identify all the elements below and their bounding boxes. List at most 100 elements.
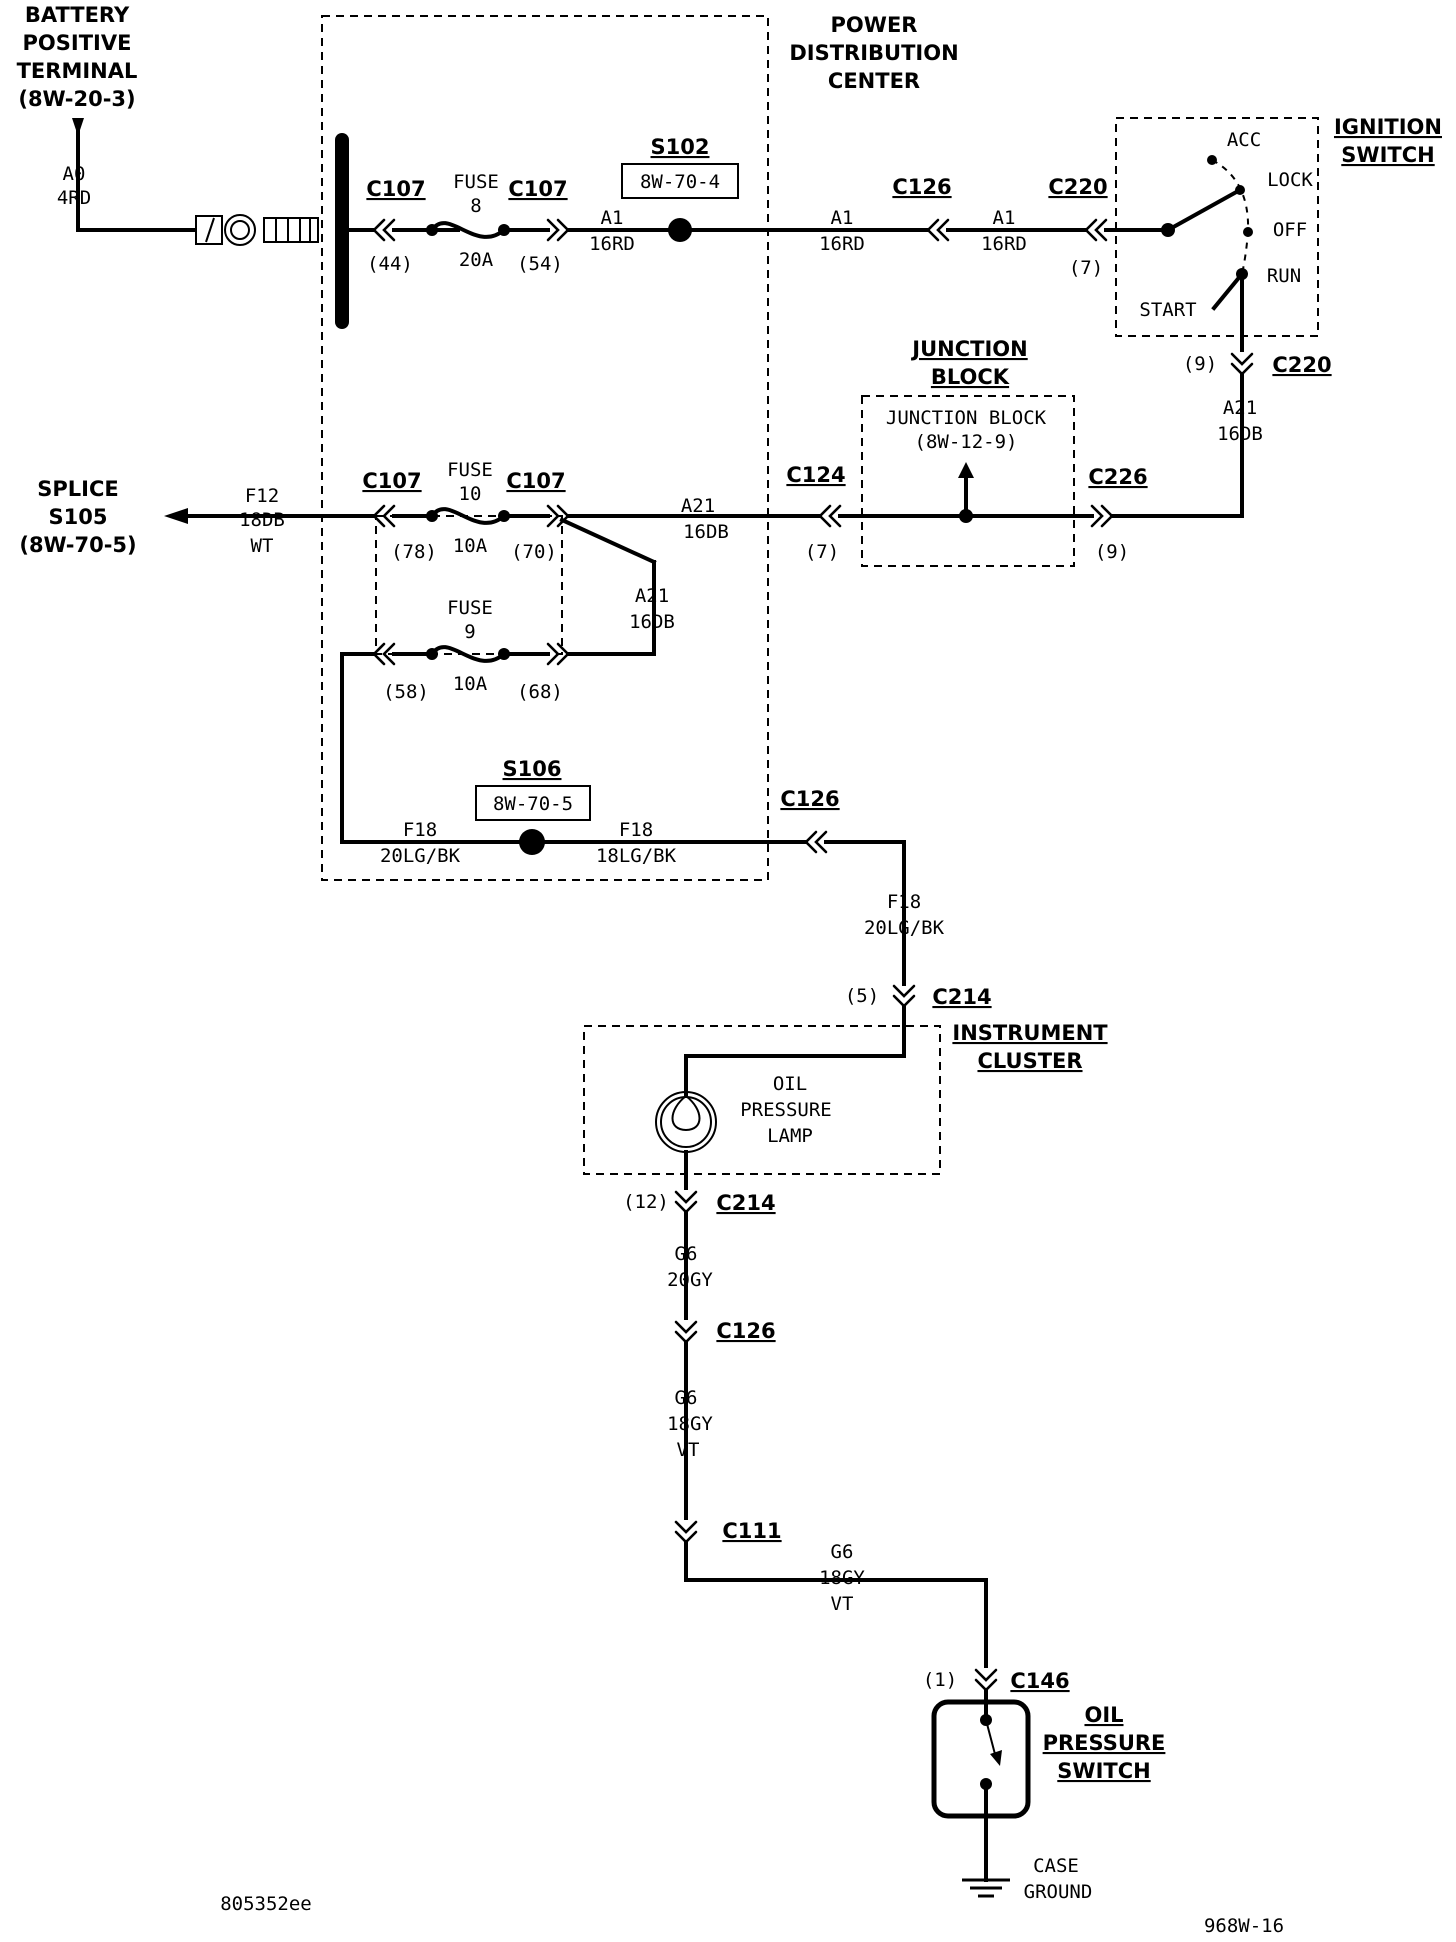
lamp-label-line2: PRESSURE xyxy=(740,1099,832,1121)
fuse8-element-icon xyxy=(429,221,507,239)
splice-s102-ref: 8W-70-4 xyxy=(640,171,720,193)
connector-c107-label: C107 xyxy=(362,469,421,493)
connector-c146-icon xyxy=(974,1668,998,1692)
pin-44: (44) xyxy=(367,253,413,275)
wire-f12-color: WT xyxy=(251,535,274,557)
lamp-label-line3: LAMP xyxy=(767,1125,813,1147)
ignition-contact-lock xyxy=(1235,185,1245,195)
wire-f18-circuit: F18 xyxy=(403,819,437,841)
pdc-label-line2: DISTRIBUTION xyxy=(789,41,958,65)
ignition-switch-blade xyxy=(1165,187,1243,233)
ignition-position-acc: ACC xyxy=(1227,129,1261,151)
pin-1: (1) xyxy=(923,1669,957,1691)
ignition-switch-label-line2: SWITCH xyxy=(1341,143,1434,167)
connector-c126-g6-icon xyxy=(674,1320,698,1344)
fuse10-number: 10 xyxy=(459,483,482,505)
wire-f18-gauge-b: 18LG/BK xyxy=(596,845,677,867)
pin-70: (70) xyxy=(511,541,557,563)
splice-s105-line1: SPLICE xyxy=(37,477,118,501)
connector-c214-label: C214 xyxy=(932,985,991,1009)
oil-pressure-switch-label-line1: OIL xyxy=(1084,1703,1123,1727)
wire-f18-circuit: F18 xyxy=(619,819,653,841)
wire-a21-jumper xyxy=(559,517,657,565)
wire-a1-circuit: A1 xyxy=(601,207,624,229)
connector-c214-label: C214 xyxy=(716,1191,775,1215)
connector-c126-f18-icon xyxy=(804,830,828,854)
connector-c124-label: C124 xyxy=(786,463,845,487)
battery-positive-terminal-label: BATTERY POSITIVE TERMINAL (8W-20-3) xyxy=(17,3,138,111)
connector-c220-9-icon xyxy=(1230,352,1254,376)
pin-7: (7) xyxy=(1069,257,1103,279)
connector-c214-5-icon xyxy=(892,984,916,1008)
splice-s105-line3: (8W-70-5) xyxy=(19,533,136,557)
pin-78: (78) xyxy=(391,541,437,563)
connector-c126-label: C126 xyxy=(892,175,951,199)
fuse-group-boundary xyxy=(375,515,563,655)
ground-label-line1: CASE xyxy=(1033,1855,1079,1877)
pdc-label: POWER DISTRIBUTION CENTER xyxy=(789,13,958,93)
wire-f18-gauge-a: 20LG/BK xyxy=(380,845,461,867)
battery-label-line3: TERMINAL xyxy=(17,59,138,83)
connector-c107-54-icon xyxy=(546,218,570,242)
splice-s105-label: SPLICE S105 (8W-70-5) xyxy=(19,477,136,557)
junction-block-inner-ref: (8W-12-9) xyxy=(915,431,1018,453)
ignition-position-arc xyxy=(1211,159,1250,275)
connector-c220-label: C220 xyxy=(1048,175,1107,199)
splice-s102-label: S102 xyxy=(651,135,710,159)
splice-s106-label: S106 xyxy=(503,757,562,781)
wire-a21-circuit: A21 xyxy=(635,585,669,607)
ignition-start-blade xyxy=(1211,271,1245,311)
oil-pressure-switch-label-line3: SWITCH xyxy=(1057,1759,1150,1783)
wire-f18-gauge-a: 20LG/BK xyxy=(864,917,945,939)
wire-g6-color: VT xyxy=(831,1593,854,1615)
fuse8-name: FUSE xyxy=(453,171,499,193)
wire-f12-gauge: 18DB xyxy=(239,509,285,531)
pdc-label-line1: POWER xyxy=(831,13,918,37)
connector-c146-label: C146 xyxy=(1010,1669,1069,1693)
connector-c111-icon xyxy=(674,1520,698,1544)
wire-f18-circuit: F18 xyxy=(887,891,921,913)
splice-s102-ref-box xyxy=(621,163,739,199)
wire-a1-gauge: 16RD xyxy=(981,233,1027,255)
wire-g6-circuit: G6 xyxy=(831,1541,854,1563)
instrument-cluster-label-line2: CLUSTER xyxy=(977,1049,1082,1073)
connector-c226-label: C226 xyxy=(1088,465,1147,489)
connector-c126-label: C126 xyxy=(780,787,839,811)
fuse8-rating: 20A xyxy=(459,249,494,271)
battery-arrow-icon xyxy=(72,118,84,136)
wire-a1-gauge: 16RD xyxy=(819,233,865,255)
fuse9-rating: 10A xyxy=(453,673,488,695)
ignition-switch-label-line1: IGNITION xyxy=(1334,115,1442,139)
connector-c107-label: C107 xyxy=(506,469,565,493)
battery-label-line2: POSITIVE xyxy=(23,31,132,55)
fuse9-name: FUSE xyxy=(447,597,493,619)
pdc-label-line3: CENTER xyxy=(828,69,920,93)
wire-a21-gauge: 16DB xyxy=(1217,423,1263,445)
wire-g6-gauge-b: 18GY xyxy=(819,1567,865,1589)
splice-s106-dot xyxy=(519,829,545,855)
connector-c107-44-icon xyxy=(372,218,396,242)
pdc-boundary xyxy=(321,15,769,881)
stud-icon xyxy=(263,217,319,243)
ground-label-line2: GROUND xyxy=(1024,1881,1093,1903)
wire-g6-circuit: G6 xyxy=(675,1243,698,1265)
battery-label-line1: BATTERY xyxy=(25,3,130,27)
wire-a0-circuit: A0 xyxy=(63,163,86,185)
fuse10-name: FUSE xyxy=(447,459,493,481)
footer-left-code: 805352ee xyxy=(220,1893,312,1915)
oil-pressure-switch-body xyxy=(931,1699,1031,1819)
connector-c124-icon xyxy=(818,504,842,528)
battery-label-line4: (8W-20-3) xyxy=(18,87,135,111)
fuse8-number: 8 xyxy=(470,195,481,217)
fuse10-rating: 10A xyxy=(453,535,488,557)
splice-s106-ref-box xyxy=(475,785,591,821)
wire-a21-circuit: A21 xyxy=(1223,397,1257,419)
footer-right-code: 968W-16 xyxy=(1204,1915,1284,1937)
ignition-position-run: RUN xyxy=(1267,265,1301,287)
switch-blade xyxy=(985,1719,997,1759)
wire-a1-circuit: A1 xyxy=(993,207,1016,229)
connector-c126-icon xyxy=(926,218,950,242)
splice-s105-line2: S105 xyxy=(49,505,108,529)
splice-s102-dot xyxy=(668,218,692,242)
